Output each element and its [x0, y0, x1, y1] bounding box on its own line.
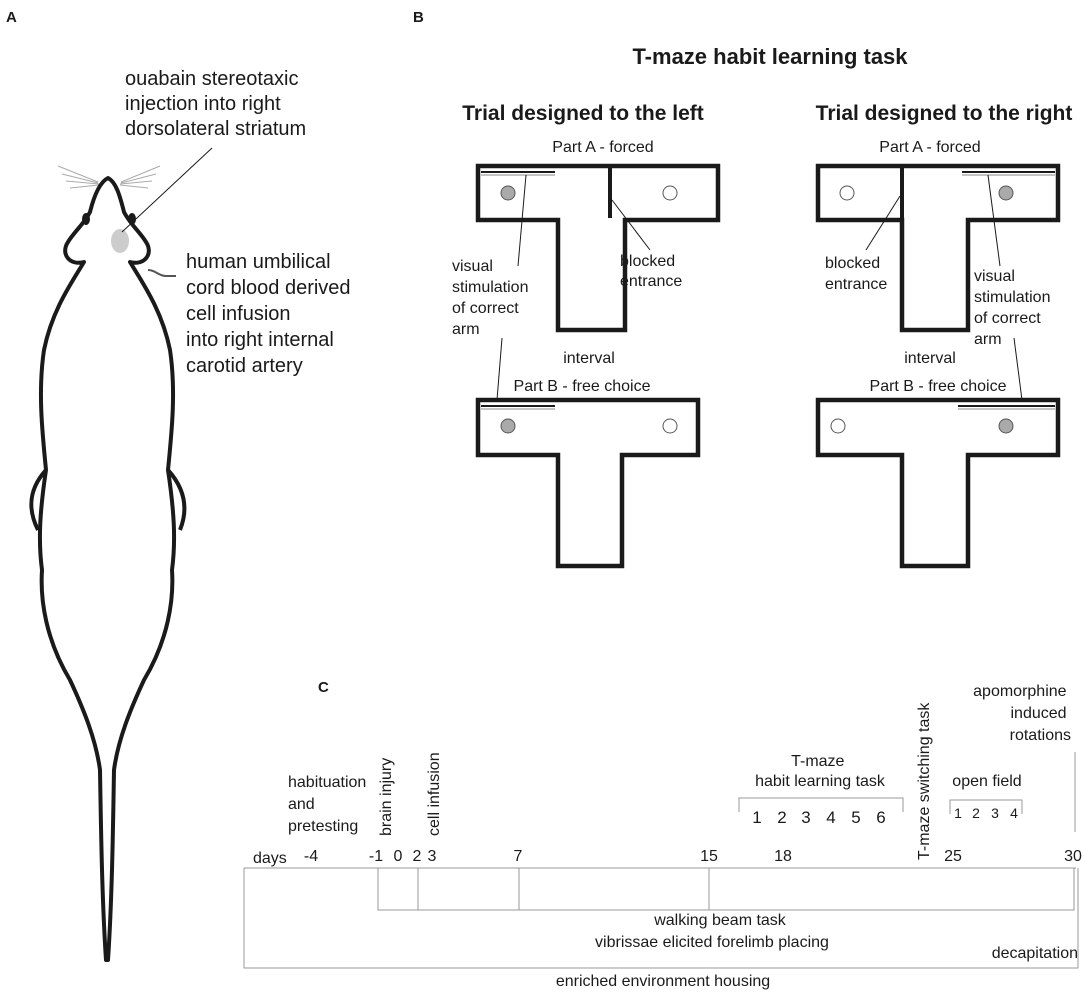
rat-whiskers [57, 165, 161, 189]
walking-beam-label: walking beam task [653, 912, 787, 929]
left-blocked-leader [611, 199, 651, 251]
tmaze-switching-label: T-maze switching task [916, 702, 933, 860]
walking-beam-bracket [377, 868, 1075, 911]
right-trial-heading: Trial designed to the right [816, 102, 1073, 125]
day-tick: 7 [514, 848, 523, 865]
injection-label: ouabain stereotaxic injection into right… [125, 68, 306, 140]
brain-injury-label: brain injury [378, 758, 395, 836]
panel-label-c: C [318, 679, 329, 696]
panel-b-title: T-maze habit learning task [632, 44, 908, 69]
cell-infusion-label: cell infusion [426, 752, 443, 836]
open-field-bracket [949, 799, 1023, 814]
day-tick: 25 [944, 848, 962, 865]
rat-hip [29, 468, 48, 531]
injection-site-spot [111, 229, 129, 253]
panel-label-b: B [413, 9, 424, 26]
left-maze-part-a [475, 163, 721, 333]
enriched-housing-label: enriched environment housing [556, 973, 770, 990]
tmaze-day: 2 [777, 808, 786, 827]
tmaze-day: 5 [851, 808, 860, 827]
left-blocked-label: blocked entrance [620, 253, 682, 290]
open-field-day: 3 [991, 805, 999, 821]
left-maze-part-b [475, 397, 701, 569]
left-part-a-empty-dot [662, 185, 678, 201]
right-visual-label: visual stimulation of correct arm [974, 268, 1055, 348]
right-part-a-empty-dot [839, 185, 855, 201]
days-label: days [253, 850, 287, 867]
left-part-b-label: Part B - free choice [514, 378, 651, 395]
tmaze-day: 6 [876, 808, 885, 827]
tmaze-day: 3 [801, 808, 810, 827]
left-visual-leader [517, 174, 527, 267]
left-visual-label: visual stimulation of correct arm [452, 258, 533, 338]
open-field-day: 2 [972, 805, 980, 821]
habituation-label: habituation and pretesting [288, 774, 371, 835]
left-visual-leader-b [496, 337, 503, 401]
open-field-days: 1 2 3 4 [954, 805, 1018, 821]
right-blocked-label: blocked entrance [825, 255, 887, 293]
right-part-a-label: Part A - forced [879, 139, 980, 156]
day-tick: 3 [428, 848, 437, 865]
left-part-a-reward-dot [500, 185, 516, 201]
left-part-b-empty-dot [662, 418, 678, 434]
right-maze-part-a [815, 163, 1061, 333]
enriched-housing-bracket [243, 868, 1079, 969]
day-tick: 2 [413, 848, 422, 865]
open-field-label: open field [952, 773, 1021, 790]
right-visual-leader [987, 174, 1001, 267]
injection-leader-line [121, 147, 213, 233]
right-visual-leader-b [1013, 337, 1023, 401]
day-tick: 0 [394, 848, 403, 865]
tmaze-day: 1 [752, 808, 761, 827]
left-trial-heading: Trial designed to the left [462, 102, 704, 125]
infusion-label: human umbilical cord blood derived cell … [186, 251, 356, 377]
right-part-b-reward-dot [998, 418, 1014, 434]
day-tick: 18 [774, 848, 792, 865]
tmaze-day: 4 [826, 808, 835, 827]
open-field-day: 1 [954, 805, 962, 821]
panel-label-a: A [6, 9, 17, 26]
vibrissae-label: vibrissae elicited forelimb placing [595, 934, 829, 951]
day-tick: -1 [369, 848, 383, 865]
decapitation-label: decapitation [992, 945, 1078, 962]
tmaze-habit-title: T-maze habit learning task [755, 753, 886, 790]
tmaze-habit-bracket [738, 797, 904, 812]
day-tick: 30 [1064, 848, 1082, 865]
left-part-b-reward-dot [500, 418, 516, 434]
day-tick: 15 [700, 848, 718, 865]
right-maze-part-b [815, 397, 1061, 569]
day-ticks: -4 -1 0 2 3 7 15 18 25 30 [304, 848, 1082, 865]
right-part-b-empty-dot [830, 418, 846, 434]
tmaze-habit-days: 1 2 3 4 5 6 [752, 808, 885, 827]
rat-waist [166, 468, 187, 531]
apomorphine-label: apomorphine induced rotations [973, 683, 1071, 744]
open-field-day: 4 [1010, 805, 1018, 821]
left-part-a-label: Part A - forced [552, 139, 653, 156]
rat-body-outline [37, 176, 177, 962]
right-interval-label: interval [904, 350, 956, 367]
rat-right-eye [128, 213, 136, 225]
rat-left-eye [82, 213, 90, 225]
day-tick: -4 [304, 848, 318, 865]
right-blocked-leader [865, 195, 901, 251]
right-part-b-label: Part B - free choice [870, 378, 1007, 395]
artery-leader [147, 269, 176, 277]
left-interval-label: interval [563, 350, 615, 367]
right-part-a-reward-dot [998, 185, 1014, 201]
